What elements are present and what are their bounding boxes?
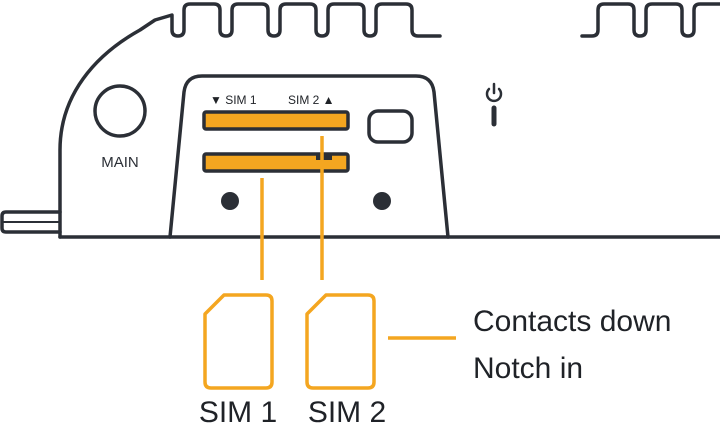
screw-left (221, 192, 239, 210)
instruction-notch: Notch in (473, 352, 583, 385)
sim-panel-outline (168, 74, 450, 239)
router-fins-right (580, 2, 720, 38)
leader-lines (260, 136, 456, 340)
power-icon-arc (485, 87, 503, 103)
main-port-label: MAIN (101, 154, 139, 171)
router-outline (58, 2, 442, 239)
sim1-slot-notch (316, 154, 332, 160)
sim2-slot (202, 110, 350, 131)
instruction-contacts: Contacts down (473, 305, 671, 338)
sim2-slot-label: SIM 2 ▲ (288, 93, 335, 107)
main-antenna-port: MAIN (93, 84, 147, 171)
screw-right (373, 192, 391, 210)
sim2-card-label: SIM 2 (308, 396, 386, 429)
sim1-card (203, 293, 274, 390)
sim-tray-panel: ▼ SIM 1 SIM 2 ▲ (168, 74, 450, 239)
eject-button (367, 109, 414, 144)
sim1-card-label: SIM 1 (199, 396, 277, 429)
router-body (0, 2, 720, 239)
power-icon (485, 82, 503, 127)
sim1-slot (202, 152, 350, 173)
sim2-card (305, 293, 376, 390)
sim1-slot-label: ▼ SIM 1 (210, 93, 257, 107)
main-port-circle (93, 84, 147, 138)
